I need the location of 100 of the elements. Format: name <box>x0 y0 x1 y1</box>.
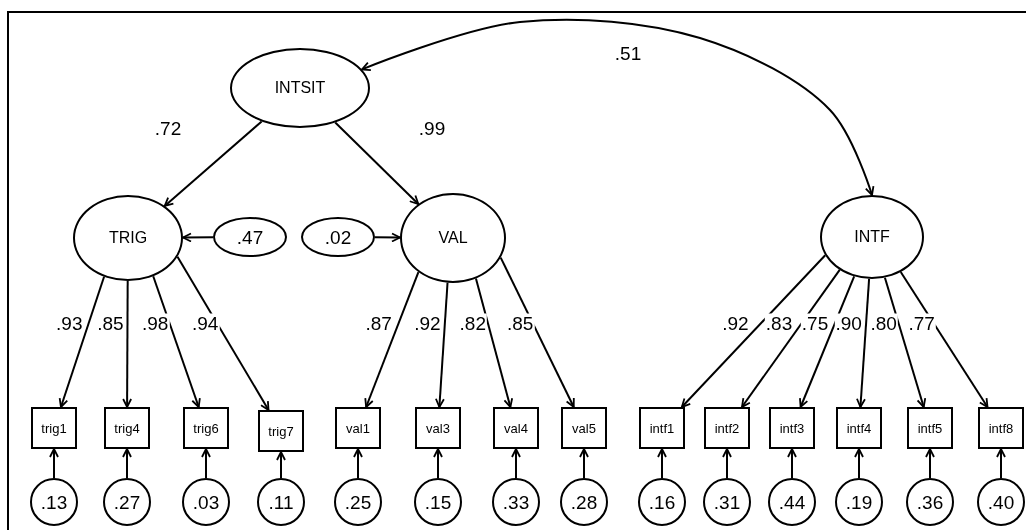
arrow <box>996 448 1006 479</box>
variance-value: .36 <box>916 492 944 512</box>
error-term-ellipse <box>334 478 382 526</box>
path-coefficient: .75 <box>800 313 830 333</box>
variable-label: val4 <box>504 421 528 435</box>
error-term-ellipse <box>768 478 816 526</box>
indicator-box <box>258 410 304 452</box>
arrow <box>883 276 927 408</box>
path-coefficient: .82 <box>458 313 487 333</box>
arrow <box>499 256 575 408</box>
variance-value: .27 <box>113 492 141 512</box>
arrow <box>374 232 401 243</box>
variance-value: .16 <box>648 492 676 512</box>
variable-label: intf8 <box>988 421 1014 435</box>
variable-label: trig6 <box>193 421 219 435</box>
error-term-ellipse <box>906 478 954 526</box>
variable-label: INTSIT <box>274 80 326 96</box>
path-coefficient: .77 <box>907 313 936 333</box>
variable-label: intf1 <box>649 421 675 435</box>
error-term-ellipse <box>977 478 1025 526</box>
indicator-box <box>769 407 815 449</box>
arrow <box>899 271 989 408</box>
indicator-box <box>639 407 685 449</box>
variable-label: intf3 <box>779 421 805 435</box>
indicator-box <box>561 407 607 449</box>
arrow <box>435 281 449 408</box>
arrow <box>579 448 589 479</box>
path-coefficient: .90 <box>834 313 863 333</box>
arrow <box>680 254 827 408</box>
variance-value: .33 <box>502 492 530 512</box>
arrow <box>722 448 732 479</box>
variance-value: .47 <box>236 227 264 247</box>
indicator-box <box>335 407 381 449</box>
variable-label: val5 <box>572 421 596 435</box>
variance-value: .28 <box>570 492 598 512</box>
variance-value: .31 <box>713 492 741 512</box>
path-coefficient: .80 <box>869 313 898 333</box>
variance-value: .40 <box>987 492 1015 512</box>
indicator-box <box>183 407 229 449</box>
arrow <box>276 451 286 479</box>
error-term-ellipse <box>835 478 883 526</box>
arrow <box>182 232 214 243</box>
error-term-ellipse <box>703 478 751 526</box>
variance-value: .13 <box>40 492 68 512</box>
variance-value: .19 <box>845 492 873 512</box>
arrow <box>511 448 521 479</box>
variable-label: trig7 <box>268 424 294 438</box>
latent-variable-ellipse <box>400 193 506 283</box>
variance-value: .25 <box>344 492 372 512</box>
arrow <box>334 121 420 205</box>
variable-label: val3 <box>426 421 450 435</box>
variable-label: trig4 <box>114 421 140 435</box>
variable-label: VAL <box>438 230 468 246</box>
variance-value: .44 <box>778 492 806 512</box>
variable-label: TRIG <box>108 230 148 246</box>
variance-value: .03 <box>192 492 220 512</box>
arrow <box>925 448 935 479</box>
latent-variable-ellipse <box>73 195 183 281</box>
arrow <box>474 277 514 408</box>
arrow <box>361 18 875 196</box>
variance-value: .15 <box>424 492 452 512</box>
variable-label: intf2 <box>714 421 740 435</box>
arrow <box>353 448 363 479</box>
variance-value: .11 <box>268 492 294 512</box>
error-term-ellipse <box>560 478 608 526</box>
path-coefficient: .85 <box>505 313 535 333</box>
arrow <box>163 120 263 207</box>
error-term-ellipse <box>30 478 78 526</box>
variance-value: .02 <box>324 227 352 247</box>
arrow <box>854 448 864 479</box>
arrow <box>201 448 211 479</box>
variable-label: INTF <box>854 229 890 245</box>
error-term-ellipse <box>103 478 151 526</box>
error-term-ellipse <box>638 478 686 526</box>
variable-label: val1 <box>346 421 370 435</box>
arrow <box>49 448 59 479</box>
indicator-box <box>836 407 882 449</box>
arrow <box>364 271 420 408</box>
path-coefficient: .94 <box>191 313 220 333</box>
error-term-ellipse <box>257 478 305 526</box>
error-term-ellipse <box>414 478 462 526</box>
arrow <box>657 448 667 479</box>
arrow <box>787 448 797 479</box>
variable-label: intf4 <box>846 421 872 435</box>
indicator-box <box>415 407 461 449</box>
indicator-box <box>31 407 77 449</box>
arrow <box>122 280 133 408</box>
indicator-box <box>907 407 953 449</box>
arrow <box>856 277 871 408</box>
error-term-ellipse <box>492 478 540 526</box>
error-term-ellipse <box>182 478 230 526</box>
indicator-box <box>493 407 539 449</box>
variable-label: trig1 <box>41 421 67 435</box>
arrow <box>799 275 856 408</box>
arrow <box>122 448 132 479</box>
indicator-box <box>704 407 750 449</box>
indicator-box <box>104 407 150 449</box>
path-coefficient: .83 <box>764 313 794 333</box>
path-coefficient: .98 <box>140 313 170 333</box>
indicator-box <box>978 407 1024 449</box>
